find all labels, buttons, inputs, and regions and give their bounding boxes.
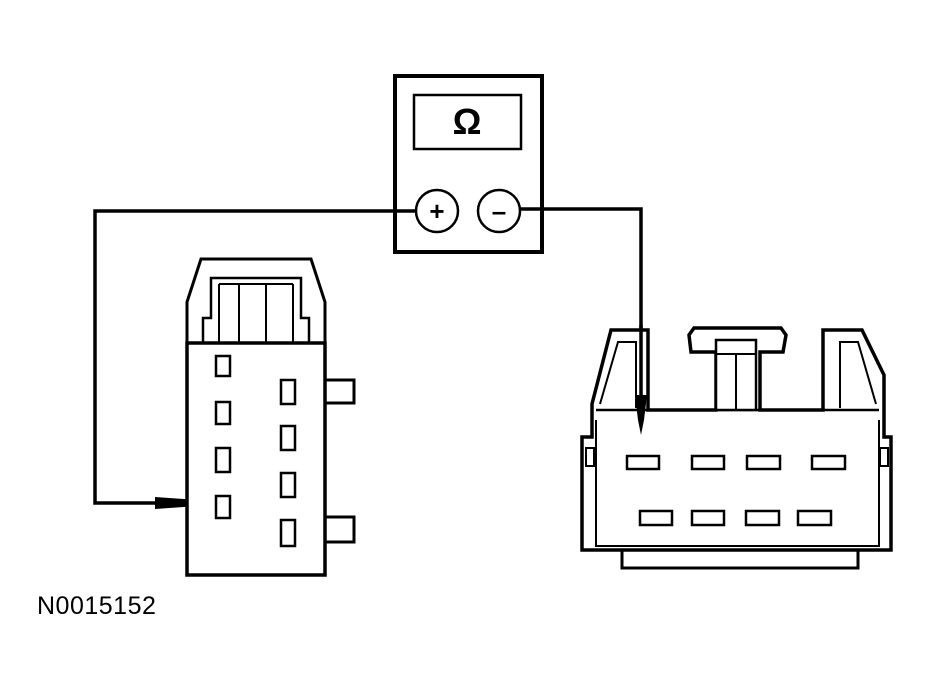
ohm-symbol: Ω: [453, 101, 482, 142]
right-connector-notch-left: [585, 447, 595, 467]
right-connector-pin-tested: [625, 454, 661, 471]
left-connector-body: [185, 341, 327, 577]
left-connector: [185, 257, 356, 577]
multimeter: Ω + –: [393, 74, 544, 254]
right-connector-pin: [638, 509, 674, 527]
left-connector-pin: [214, 446, 232, 474]
right-connector-pin: [796, 509, 833, 527]
left-connector-pin: [214, 400, 232, 426]
multimeter-display: [412, 93, 523, 151]
right-connector-pin: [810, 454, 847, 471]
positive-terminal-label: +: [429, 196, 444, 226]
right-connector-pin: [690, 454, 726, 471]
figure-reference-number: N0015152: [37, 592, 157, 620]
left-connector-latch: [185, 257, 327, 343]
left-connector-tab-upper: [323, 378, 356, 405]
right-connector-pin: [745, 454, 782, 471]
right-connector-notch-right: [879, 447, 889, 467]
right-connector-body: [580, 326, 893, 552]
right-connector: [580, 326, 893, 570]
left-connector-pin: [279, 518, 297, 548]
left-connector-tab-lower: [323, 515, 356, 544]
negative-terminal-label: –: [492, 196, 506, 226]
right-connector-base-rail: [620, 550, 860, 570]
right-connector-pin: [744, 509, 781, 527]
left-connector-pin: [279, 378, 297, 406]
left-connector-pin: [214, 354, 232, 378]
left-connector-pin-tested: [214, 494, 232, 520]
right-connector-pin: [690, 509, 726, 527]
left-connector-pin: [279, 471, 297, 499]
negative-terminal: [476, 188, 522, 234]
left-connector-pin: [279, 424, 297, 452]
positive-test-lead: [93, 209, 416, 505]
